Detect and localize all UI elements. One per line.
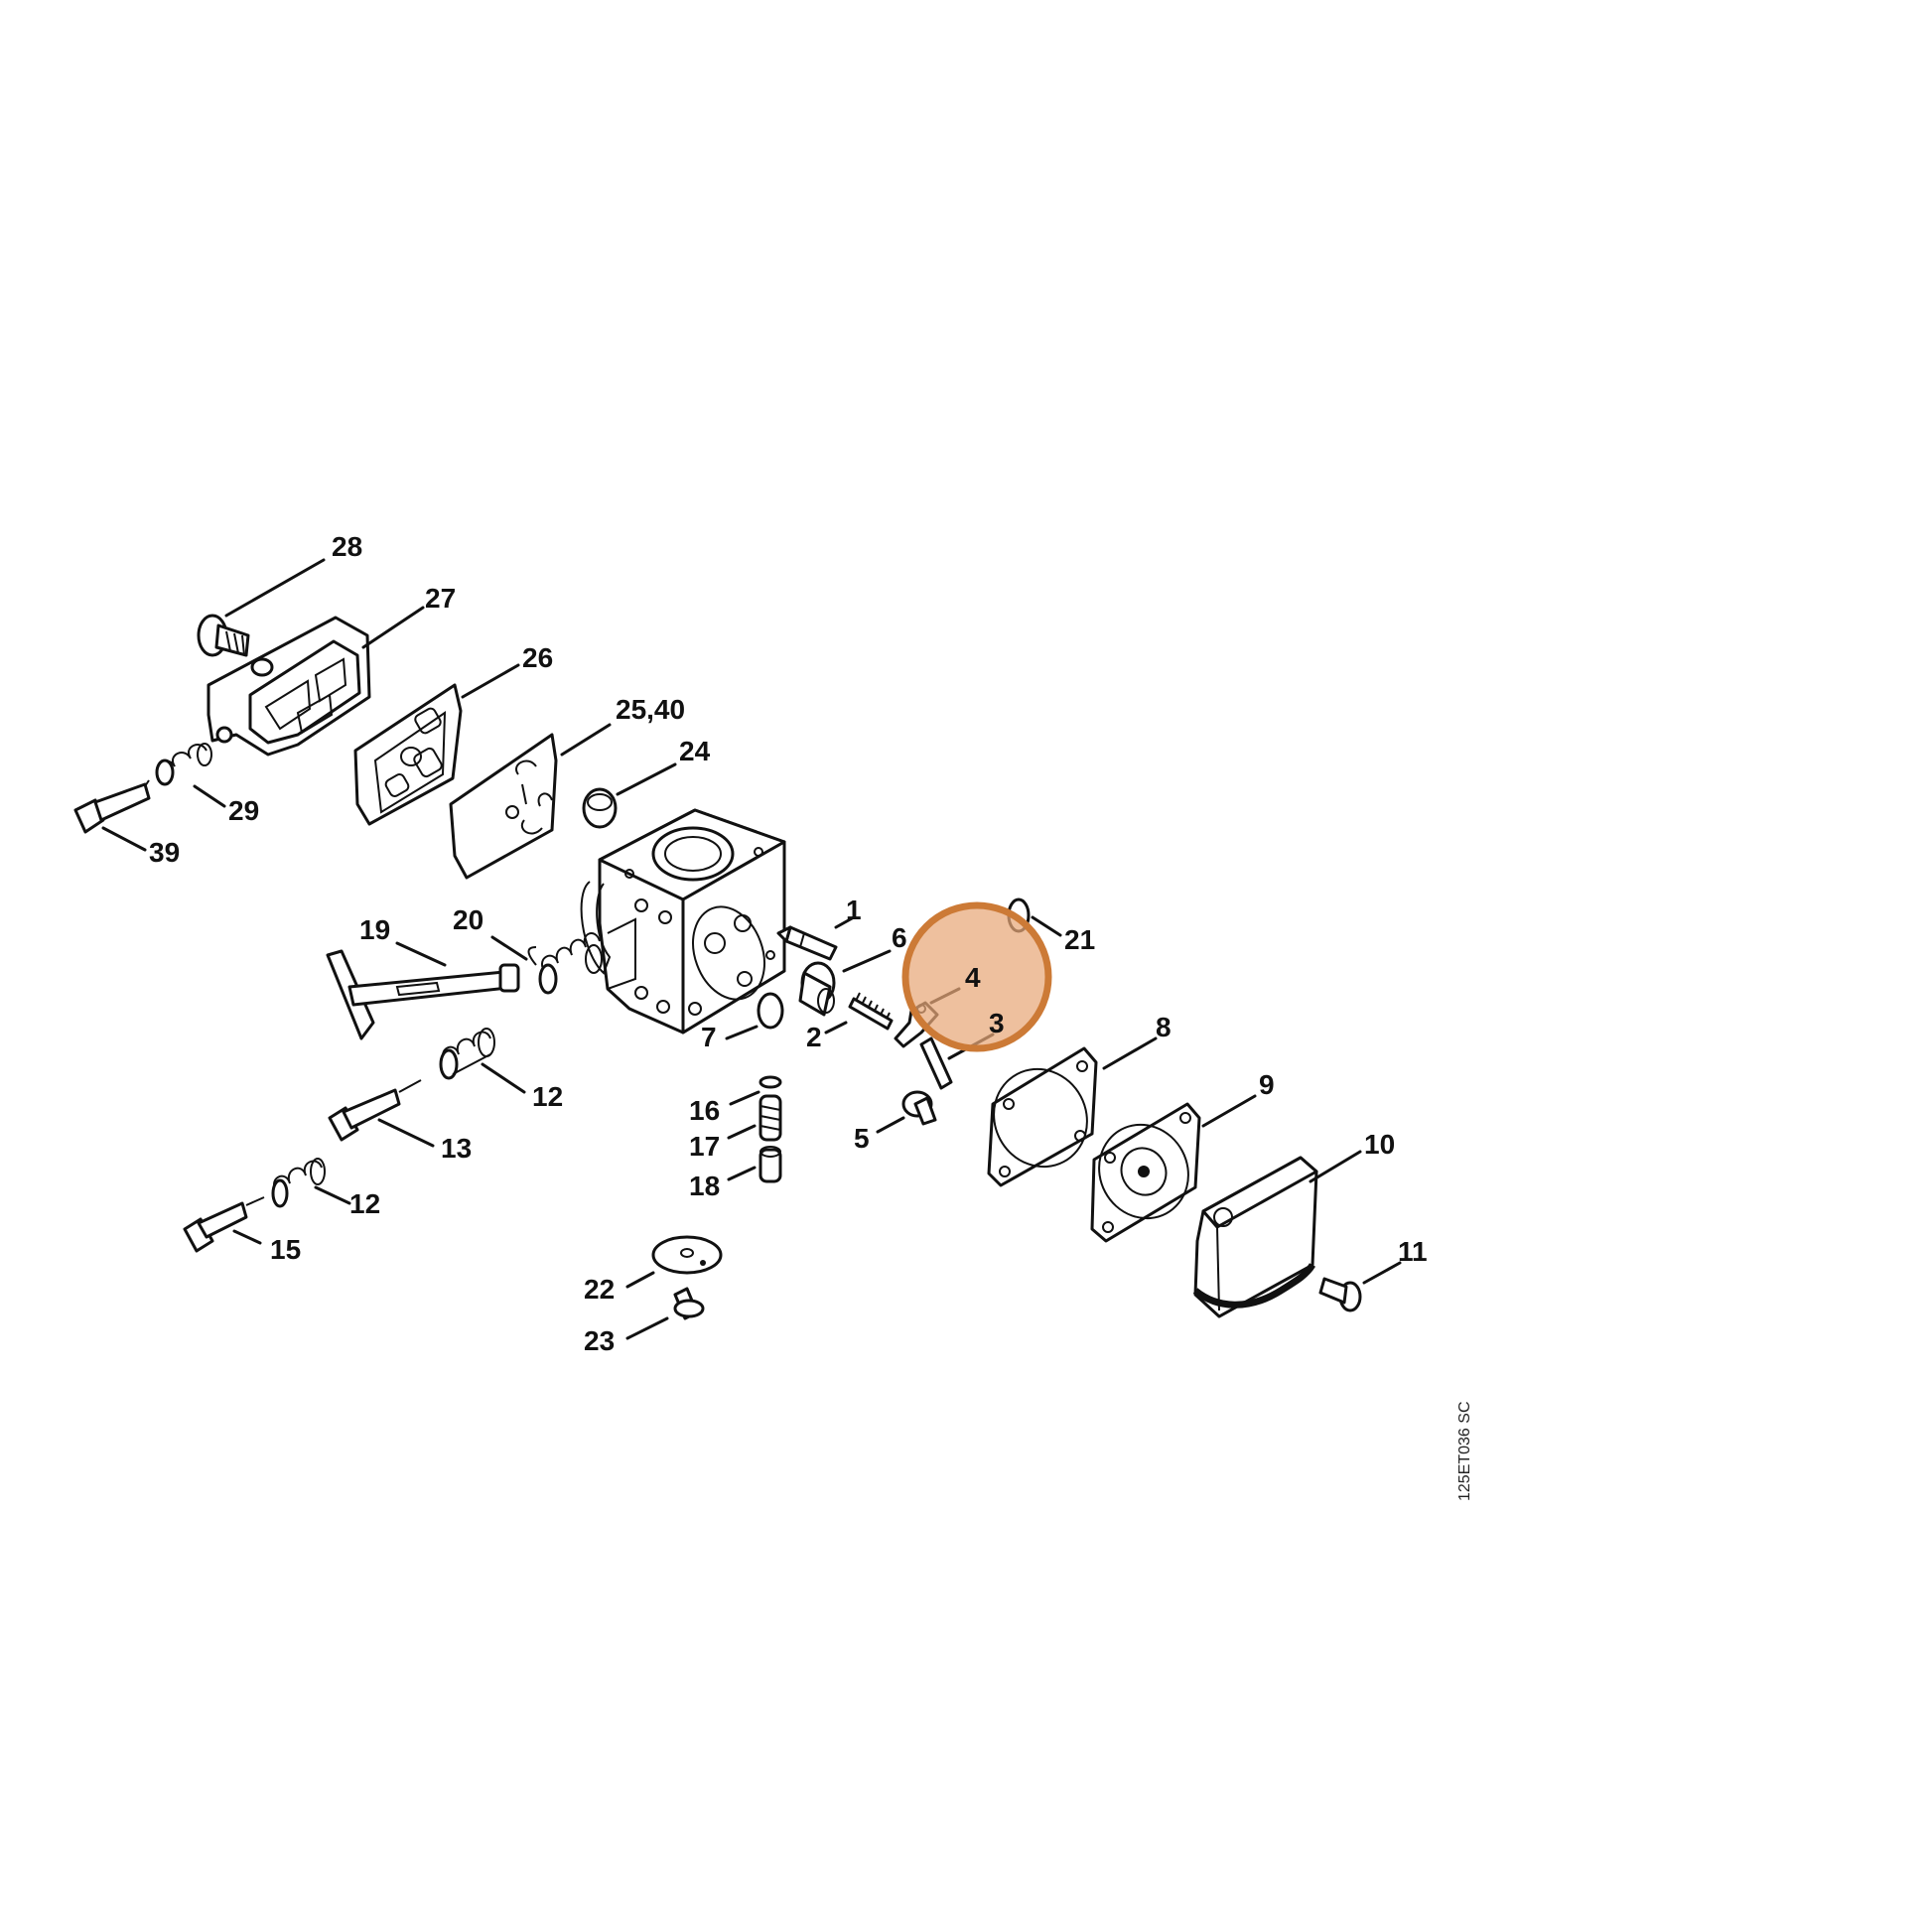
callout-4[interactable]: 4 xyxy=(965,962,981,993)
callout-3[interactable]: 3 xyxy=(989,1008,1005,1038)
callout-22[interactable]: 22 xyxy=(584,1274,615,1305)
leader-16 xyxy=(729,1090,760,1106)
part-26-gasket[interactable] xyxy=(353,683,463,826)
callout-24[interactable]: 24 xyxy=(679,736,711,766)
part-18-sleeve[interactable] xyxy=(759,1146,782,1183)
callout-9[interactable]: 9 xyxy=(1259,1069,1275,1100)
leader-25-40 xyxy=(560,723,612,757)
part-23-screw[interactable] xyxy=(673,1287,705,1320)
leader-10 xyxy=(1309,1150,1362,1183)
leader-29 xyxy=(193,784,226,808)
part-12-spring-upper[interactable] xyxy=(439,1028,495,1080)
leader-17 xyxy=(727,1124,757,1140)
leader-13 xyxy=(377,1118,435,1148)
leader-12-upper xyxy=(481,1062,526,1094)
part-5-screw[interactable] xyxy=(901,1090,937,1126)
part-29-spring[interactable] xyxy=(155,743,212,786)
leader-8 xyxy=(1102,1036,1158,1070)
callout-29[interactable]: 29 xyxy=(228,795,259,826)
part-27-pump-cover[interactable] xyxy=(207,616,371,757)
part-6-valve-seat[interactable] xyxy=(798,961,836,1017)
callout-28[interactable]: 28 xyxy=(332,531,362,562)
part-carburetor-body[interactable] xyxy=(580,808,786,1035)
callout-1[interactable]: 1 xyxy=(846,895,862,925)
leader-7 xyxy=(725,1025,759,1040)
leader-11 xyxy=(1362,1261,1402,1285)
leader-24 xyxy=(616,762,677,796)
part-16-e-clip[interactable] xyxy=(759,1075,782,1089)
callout-10[interactable]: 10 xyxy=(1364,1129,1395,1160)
part-8-gasket[interactable] xyxy=(977,1046,1104,1187)
part-22-welch-plug[interactable] xyxy=(651,1235,723,1275)
callout-17[interactable]: 17 xyxy=(689,1131,720,1162)
part-13-adjusting-screw[interactable] xyxy=(328,1079,422,1142)
part-19-throttle-shaft[interactable] xyxy=(326,949,520,1040)
callout-27[interactable]: 27 xyxy=(425,583,456,614)
part-1-inlet-needle[interactable] xyxy=(776,925,838,961)
callout-39[interactable]: 39 xyxy=(149,837,180,868)
part-12-spring-lower[interactable] xyxy=(271,1158,326,1208)
callout-12-lower[interactable]: 12 xyxy=(349,1188,380,1219)
leader-26 xyxy=(461,663,520,699)
leader-22 xyxy=(625,1271,655,1289)
leader-2 xyxy=(824,1021,848,1035)
part-7-o-ring[interactable] xyxy=(757,992,784,1030)
callout-12-upper[interactable]: 12 xyxy=(532,1081,563,1112)
part-11-screw[interactable] xyxy=(1318,1277,1362,1312)
leader-19 xyxy=(395,941,447,967)
leader-39 xyxy=(101,826,147,852)
callout-13[interactable]: 13 xyxy=(441,1133,472,1164)
callout-26[interactable]: 26 xyxy=(522,642,553,673)
callout-8[interactable]: 8 xyxy=(1156,1012,1172,1042)
callout-18[interactable]: 18 xyxy=(689,1171,720,1201)
leader-18 xyxy=(727,1166,757,1181)
callout-21[interactable]: 21 xyxy=(1064,924,1095,955)
drawing-code: 125ET036 SC xyxy=(1456,1401,1473,1501)
leader-12-lower xyxy=(314,1185,351,1205)
leader-21 xyxy=(1031,915,1062,937)
callout-25-40[interactable]: 25,40 xyxy=(616,694,685,725)
leader-6 xyxy=(842,949,892,973)
part-28-screw[interactable] xyxy=(197,614,250,657)
part-17-spring[interactable] xyxy=(759,1094,782,1142)
leader-1 xyxy=(834,915,856,929)
callout-20[interactable]: 20 xyxy=(453,904,483,935)
leader-27 xyxy=(361,606,425,649)
leader-5 xyxy=(876,1116,905,1134)
leader-20 xyxy=(490,935,528,961)
part-24-plug[interactable] xyxy=(582,787,618,829)
callout-19[interactable]: 19 xyxy=(359,914,390,945)
callout-15[interactable]: 15 xyxy=(270,1234,301,1265)
part-39-adjusting-screw[interactable] xyxy=(73,779,151,834)
part-9-metering-diaphragm[interactable] xyxy=(1083,1102,1205,1243)
callout-7[interactable]: 7 xyxy=(701,1022,717,1052)
callout-6[interactable]: 6 xyxy=(892,922,907,953)
part-10-end-cover[interactable] xyxy=(1192,1156,1318,1318)
part-3-spindle[interactable] xyxy=(919,1036,953,1090)
highlight-marker xyxy=(901,901,1052,1052)
leader-28 xyxy=(224,558,326,618)
leader-15 xyxy=(232,1229,262,1245)
leader-9 xyxy=(1201,1094,1257,1128)
callout-23[interactable]: 23 xyxy=(584,1325,615,1356)
part-25-40-diaphragm[interactable] xyxy=(449,733,558,880)
callout-2[interactable]: 2 xyxy=(806,1022,822,1052)
callout-16[interactable]: 16 xyxy=(689,1095,720,1126)
part-20-spring[interactable] xyxy=(527,932,603,995)
part-2-spring[interactable] xyxy=(848,992,894,1031)
leader-23 xyxy=(625,1316,669,1340)
callout-5[interactable]: 5 xyxy=(854,1123,870,1154)
callout-11[interactable]: 11 xyxy=(1398,1236,1428,1267)
part-15-adjusting-screw[interactable] xyxy=(183,1196,265,1253)
